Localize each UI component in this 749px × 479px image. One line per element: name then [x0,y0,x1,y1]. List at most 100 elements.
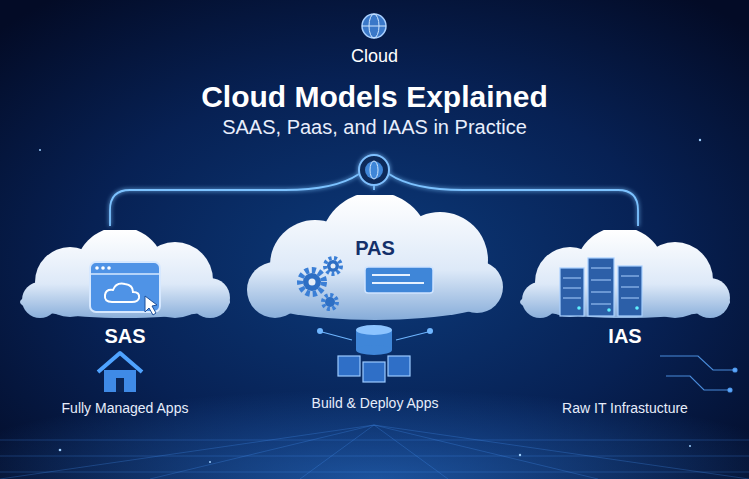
hub-ring [359,155,389,185]
brand-label: Cloud [351,46,398,68]
hub-globe [359,155,389,185]
sparkle [699,139,701,141]
database-icon [317,325,433,382]
grid-line [374,425,749,479]
grid-line [150,425,374,479]
model-caption: Raw IT Infrastucture [562,400,688,417]
grid-line [0,456,749,457]
rack-slot [621,298,639,299]
rack-led [577,306,581,310]
rack-slot [591,292,611,293]
rack [618,266,642,316]
app-window-icon [90,262,160,315]
label-holder: SAAS, Paas, and IAAS in Practice [0,115,749,139]
cloud-puff [20,286,230,318]
circuit-line [660,356,735,370]
globe-equator [362,26,386,27]
model-name: PAS [355,236,395,260]
sparkle [689,445,691,447]
circuit-lines [660,356,737,392]
label-holder: Cloud Models Explained [0,79,749,115]
window-dot [107,266,111,270]
cloud-node: PAS Build & Deploy Apps [245,195,505,420]
cylinder-body [356,330,392,350]
code-panel-icon [365,267,433,293]
rack [560,268,584,316]
rack-slot [563,278,581,279]
sparkle [519,454,521,456]
cloud-puff [520,286,730,318]
top-globe [362,14,386,38]
cloud-node: IASRaw IT Infrastucture [510,230,740,421]
gear-hole [309,279,316,286]
floor-glow [0,330,749,479]
gear-teeth [323,295,337,309]
rack-led [635,306,639,310]
rack-slot [591,268,611,269]
window-bar [90,273,160,275]
model-name: SAS [104,324,145,348]
house-door [116,378,124,392]
rack-slot [621,276,639,277]
hub-globe-body [365,161,383,179]
title: Cloud Models Explained [201,79,548,115]
cylinder-top [356,325,392,335]
branch-line [110,174,359,226]
rack-slot [591,280,611,281]
gear-hole [331,264,336,269]
rack-slot [563,288,581,289]
model-caption: Build & Deploy Apps [312,395,439,412]
grid-line [0,472,749,473]
server-rack-icon [560,258,642,316]
cursor-symbol [145,296,157,315]
gear-body [303,273,321,291]
gears-icon [300,258,341,309]
sparkle [39,149,41,151]
cloud-shape [245,195,505,420]
cloud-puff [250,270,500,320]
grid-line [300,425,374,479]
circuit-line [666,376,730,390]
globe-body [362,14,386,38]
window-dot [95,266,99,270]
house-roof [98,353,142,372]
link-line [322,332,352,340]
window-frame [90,262,160,312]
sparkle [59,449,62,452]
grid-line [0,440,749,441]
link-dot [427,328,433,334]
circuit-dot [733,368,737,372]
window-dot [101,266,105,270]
cylinder-bottom [356,345,392,355]
rack-slots [563,268,639,304]
gear-body [327,260,339,272]
rack-slot [591,304,611,305]
cube [338,356,360,376]
panel-frame [365,267,433,293]
cloud-symbol [105,284,139,302]
rack-led [607,308,611,312]
grid-line [374,425,448,479]
grid-line [0,425,374,479]
rack-slot [563,298,581,299]
panel-line [372,274,410,276]
label-holder: Cloud [0,46,749,68]
subtitle-label: SAAS, Paas, and IAAS in Practice [222,115,527,139]
cube [363,362,385,382]
cube [388,356,410,376]
floor-grid [0,425,749,479]
house-body [104,370,136,392]
house-icon [98,353,142,392]
rack [588,258,614,316]
gear-teeth [325,258,341,274]
panel-line [372,282,424,284]
sparkle [209,461,211,463]
gear-body [325,297,335,307]
model-caption: Fully Managed Apps [62,400,189,417]
cloud-node: SAS Fully Managed Apps [10,230,240,421]
gear-teeth [300,270,324,294]
rack-slot [621,287,639,288]
